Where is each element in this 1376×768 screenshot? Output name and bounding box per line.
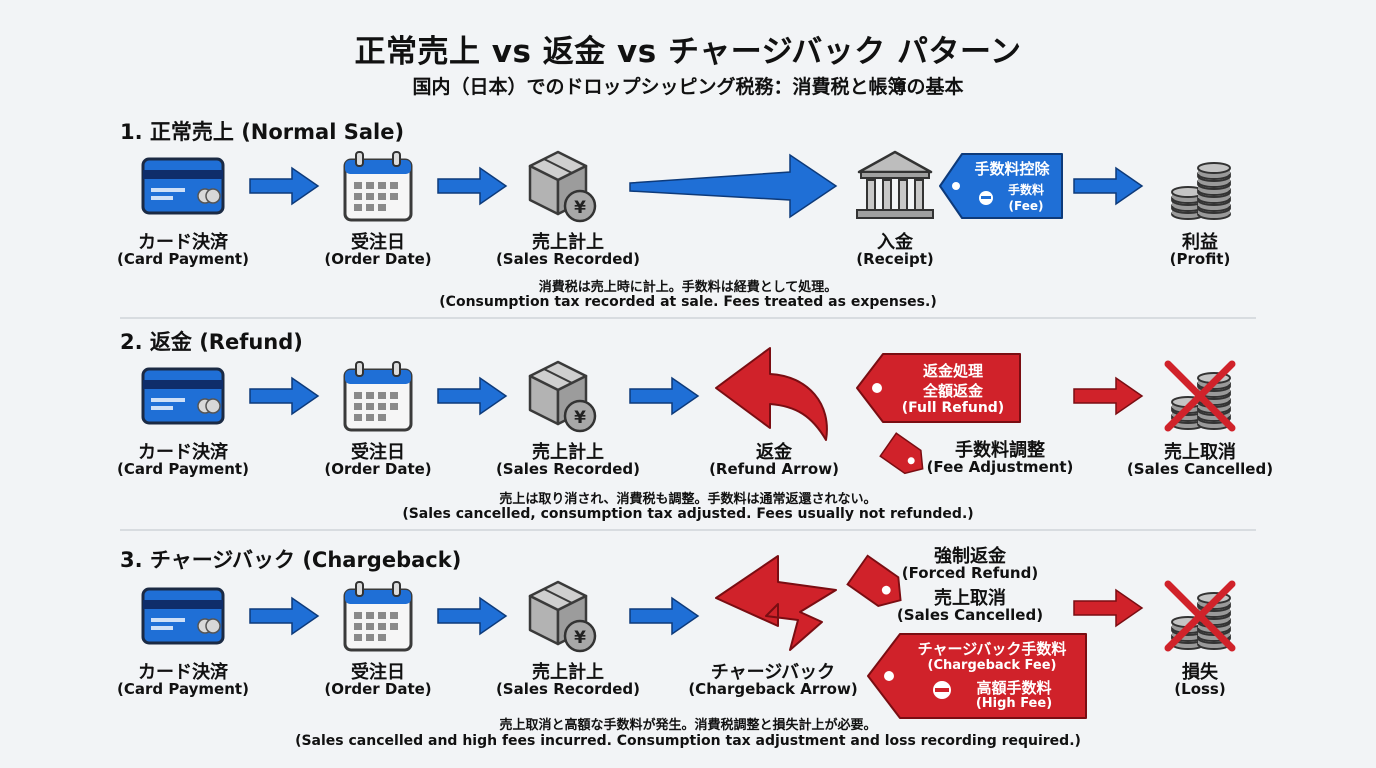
step-label: 売上計上 [532,232,604,253]
fee-adjustment-label: 手数料調整 [955,440,1045,461]
bank-icon [855,150,935,220]
step-label-en: (Sales Recorded) [495,250,641,268]
cb-tag-line3: 高額手数料 [976,679,1052,697]
refund-arrow-icon [715,347,828,441]
box-yen-icon [528,360,597,433]
calendar-icon [343,360,413,432]
fee-adjustment-label-en: (Fee Adjustment) [926,458,1074,476]
credit-card-icon [141,587,225,645]
note-en: (Sales cancelled and high fees incurred.… [295,733,1081,749]
arrow-right-icon [249,377,319,415]
step-label: 売上計上 [532,442,604,463]
section-heading-normal-sale: 1. 正常売上 (Normal Sale) [120,120,405,144]
arrow-right-icon [249,167,319,205]
calendar-icon [343,150,413,222]
arrow-right-icon [437,377,507,415]
arrow-right-icon [629,597,699,635]
fee-tag-line1: 手数料控除 [974,160,1050,178]
step-label: 受注日 [351,232,405,253]
step-label-en: (Chargeback Arrow) [688,680,858,698]
credit-card-icon [141,367,225,425]
arrow-right-icon [1073,167,1143,205]
step-label-en: (Profit) [1169,250,1231,268]
chargeback-arrow-icon [715,555,837,651]
forced-refund-label: 強制返金 [934,546,1006,567]
coins-crossed-icon [1164,580,1236,652]
step-label: カード決済 [138,662,228,683]
step-label: チャージバック [710,662,836,683]
arrow-right-icon [1073,589,1143,627]
section-heading-chargeback: 3. チャージバック (Chargeback) [120,548,462,572]
arrow-right-icon [437,167,507,205]
step-label-en: (Order Date) [324,680,432,698]
step-label-en: (Order Date) [324,250,432,268]
chargeback-fee-tag [867,633,1087,719]
step-label: 売上計上 [532,662,604,683]
page-subtitle: 国内（日本）でのドロップシッピング税務：消費税と帳簿の基本 [412,76,964,98]
cb-tag-line1: チャージバック手数料 [917,640,1067,658]
step-label: 受注日 [351,662,405,683]
fee-deduction-tag [939,153,1063,219]
step-label: 入金 [877,232,913,253]
step-label: カード決済 [138,442,228,463]
arrow-right-icon [1073,377,1143,415]
step-label-en: (Order Date) [324,460,432,478]
refund-tag-line1: 返金処理 [922,362,983,380]
cb-tag-line2: (Chargeback Fee) [927,658,1057,673]
step-label-en: (Sales Recorded) [495,680,641,698]
full-refund-tag [856,353,1021,423]
sales-cancelled-label: 売上取消 [934,588,1006,609]
step-label: 売上取消 [1164,442,1236,463]
refund-tag-line3: (Full Refund) [901,400,1005,416]
step-label: 受注日 [351,442,405,463]
step-label-en: (Receipt) [856,250,934,268]
calendar-icon [343,580,413,652]
step-label-en: (Card Payment) [117,250,249,268]
refund-tag-line2: 全額返金 [922,382,983,400]
credit-card-icon [141,157,225,215]
note-jp: 売上は取り消され、消費税も調整。手数料は通常返還されない。 [499,492,877,507]
note-jp: 消費税は売上時に計上。手数料は経費として処理。 [538,280,838,295]
step-label-en: (Card Payment) [117,680,249,698]
arrow-right-icon [249,597,319,635]
cb-tag-line4: (High Fee) [975,696,1053,711]
page-title: 正常売上 vs 返金 vs チャージバック パターン [354,34,1022,70]
arrow-right-icon [437,597,507,635]
arrow-right-icon [629,377,699,415]
step-label-en: (Sales Cancelled) [1126,460,1274,478]
section-heading-refund: 2. 返金 (Refund) [120,330,303,354]
coins-icon [1172,163,1230,219]
fee-tag-line3: (Fee) [1008,199,1044,213]
note-jp: 売上取消と高額な手数料が発生。消費税調整と損失計上が必要。 [499,718,877,733]
box-yen-icon [528,580,597,653]
step-label: カード決済 [138,232,228,253]
sales-cancelled-label-en: (Sales Cancelled) [896,606,1044,624]
step-label-en: (Loss) [1174,680,1226,698]
forced-refund-label-en: (Forced Refund) [901,564,1039,582]
coins-crossed-icon [1164,360,1236,432]
step-label-en: (Refund Arrow) [709,460,839,478]
long-arrow-right-icon [629,153,838,219]
step-label: 損失 [1182,662,1218,683]
step-label: 利益 [1182,232,1218,253]
note-en: (Consumption tax recorded at sale. Fees … [439,294,937,310]
step-label-en: (Sales Recorded) [495,460,641,478]
note-en: (Sales cancelled, consumption tax adjust… [402,506,974,522]
step-label-en: (Card Payment) [117,460,249,478]
fee-tag-line2: 手数料 [1007,183,1044,197]
step-label: 返金 [756,442,792,463]
box-yen-icon [528,150,597,223]
